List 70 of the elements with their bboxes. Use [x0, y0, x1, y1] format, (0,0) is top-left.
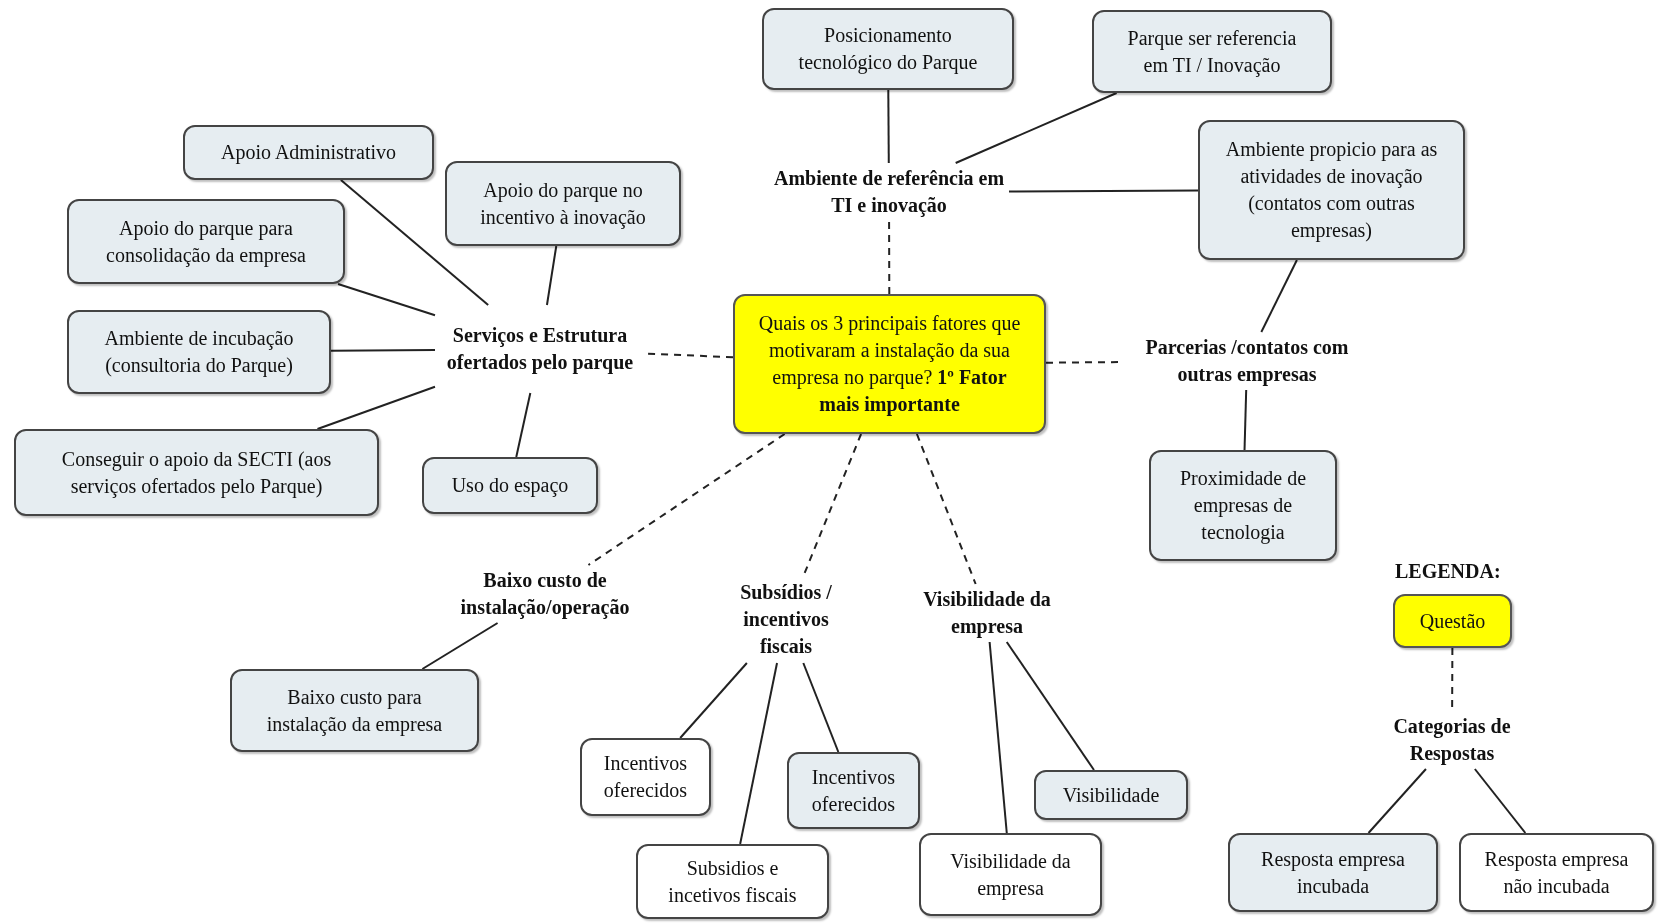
answer-box	[230, 669, 479, 752]
connector-line	[515, 392, 532, 458]
connector-line	[1473, 768, 1527, 834]
category-label: Visibilidade da empresa	[922, 587, 1052, 640]
box-text: Baixo custo para instalação da empresa	[265, 684, 444, 738]
question-box	[733, 294, 1046, 434]
box-text: Visibilidade da empresa	[949, 848, 1072, 902]
connector-line	[316, 385, 436, 430]
box-text: Ambiente de incubação (consultoria do Parque)	[103, 326, 295, 379]
connector-line	[1367, 768, 1427, 834]
box-text: Quais os 3 principais fatores que motivaram a instalação da sua empresa no parque? 1º Fator mais importante	[757, 311, 1022, 418]
answer-box	[787, 752, 920, 829]
connector-line	[330, 348, 436, 352]
category-label: Serviços e Estrutura ofertados pelo parque	[445, 323, 635, 376]
answer-box	[183, 125, 434, 180]
box-text: Questão	[1419, 608, 1486, 634]
answer-box	[445, 161, 681, 246]
connector-line	[802, 662, 840, 753]
box-text: Posicionamento tecnológico do Parque	[797, 23, 979, 76]
box-text: Incentivos oferecidos	[602, 751, 689, 803]
category-label: Parcerias /contatos com outras empresas	[1144, 335, 1350, 388]
connector-line	[988, 641, 1008, 834]
connector-line	[545, 245, 558, 306]
box-text: Visibilidade	[1062, 782, 1160, 808]
box-text: Resposta empresa não incubada	[1483, 846, 1630, 899]
connector-line	[1260, 259, 1298, 333]
connector-line	[679, 662, 748, 739]
legend-heading: LEGENDA:	[1395, 560, 1501, 583]
box-text: Resposta empresa incubada	[1260, 846, 1406, 899]
box-text: Apoio do parque para consolidação da empresa	[105, 215, 307, 269]
answer-box	[67, 199, 345, 284]
answer-box	[1149, 450, 1337, 561]
category-label: Ambiente de referência em TI e inovação	[772, 166, 1006, 219]
box-text: Incentivos oferecidos	[810, 764, 897, 817]
connector-line	[887, 89, 890, 164]
dashed-connector	[802, 433, 863, 576]
dashed-connector	[888, 220, 891, 295]
answer-box	[1198, 120, 1465, 260]
answer-box	[580, 738, 711, 816]
box-text: Proximidade de empresas de tecnologia	[1178, 466, 1308, 546]
connector-line	[421, 622, 499, 670]
box-text: Uso do espaço	[451, 473, 569, 499]
connector-line	[954, 92, 1118, 164]
answer-box	[1459, 833, 1654, 912]
category-label: Categorias de Respostas	[1392, 714, 1512, 767]
connector-line	[337, 283, 436, 317]
box-text: Subsidios e incetivos fiscais	[667, 855, 798, 908]
connector-line	[739, 662, 779, 845]
box-text: Apoio do parque no incentivo à inovação	[479, 177, 647, 231]
box-text: Parque ser referencia em TI / Inovação	[1126, 25, 1298, 79]
box-text: Conseguir o apoio da SECTI (aos serviços ofertados pelo Parque)	[60, 446, 333, 500]
question-box	[1393, 594, 1512, 648]
category-label: Subsídios / incentivos fiscais	[739, 579, 833, 659]
connector-line	[1008, 189, 1199, 193]
box-text: Ambiente propicio para as atividades de inovação (contatos com outras empresas)	[1224, 137, 1439, 244]
box-text: Apoio Administrativo	[221, 140, 396, 166]
answer-box	[636, 844, 829, 919]
answer-box	[1092, 10, 1332, 93]
connector-line	[1005, 641, 1095, 771]
answer-box	[67, 310, 331, 394]
connector-line	[1243, 389, 1248, 451]
dashed-connector	[915, 433, 977, 585]
answer-box	[762, 8, 1014, 90]
answer-box	[919, 833, 1102, 916]
category-label: Baixo custo de instalação/operação	[459, 568, 631, 621]
answer-box	[14, 429, 379, 516]
dashed-connector	[587, 433, 786, 566]
answer-box	[1228, 833, 1438, 912]
answer-box	[422, 457, 598, 514]
answer-box	[1034, 770, 1188, 820]
